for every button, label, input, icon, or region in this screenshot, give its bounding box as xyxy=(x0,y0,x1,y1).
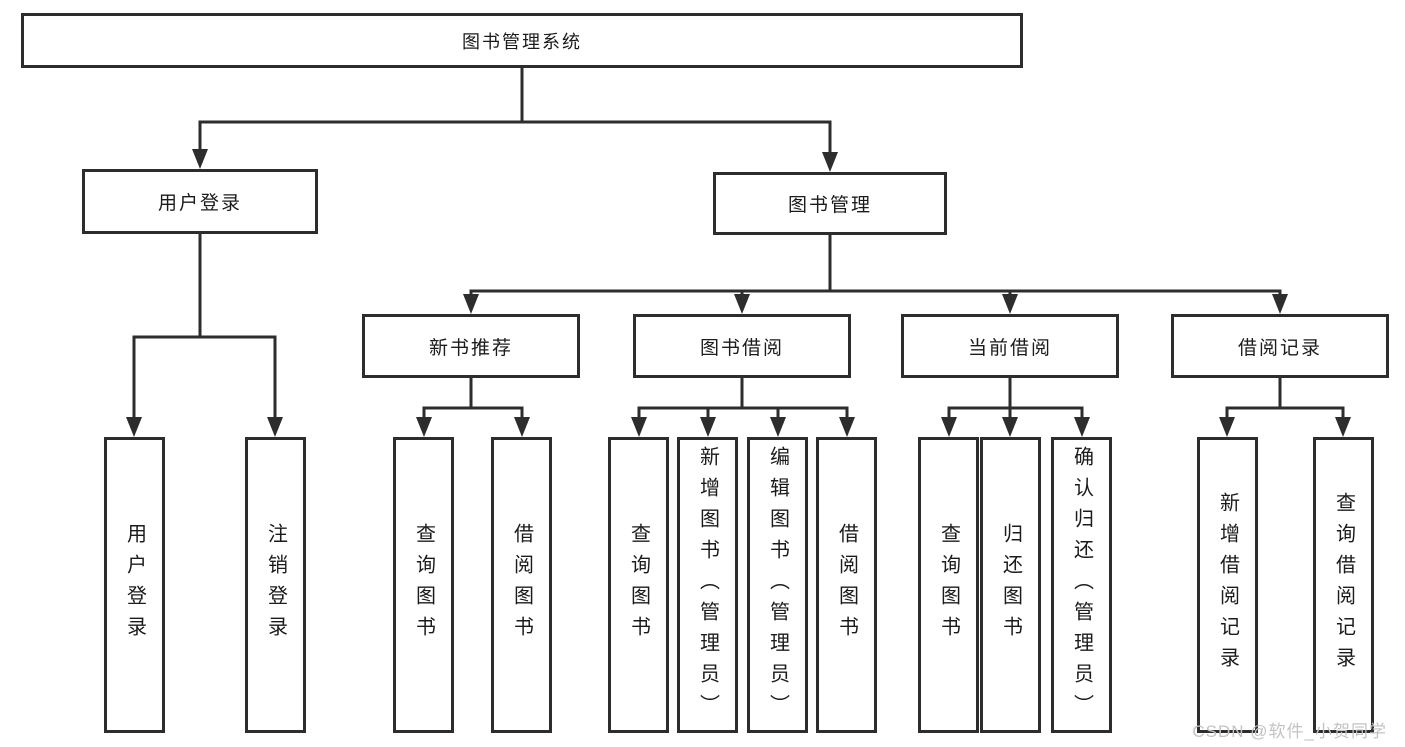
node-new-book-recommendation: 新书推荐 xyxy=(362,314,580,378)
leaf-confirm-return-admin: 确认归还（管理员） xyxy=(1051,437,1112,733)
leaf-add-borrow-record: 新增借阅记录 xyxy=(1197,437,1258,733)
leaf-query-books-current: 查询图书 xyxy=(918,437,979,733)
leaf-borrow-books-recommend: 借阅图书 xyxy=(491,437,552,733)
leaf-borrow-books-borrowing: 借阅图书 xyxy=(816,437,877,733)
leaf-query-books-recommend: 查询图书 xyxy=(393,437,454,733)
leaf-user-login: 用户登录 xyxy=(104,437,165,733)
watermark: CSDN @软件_小贺同学 xyxy=(1192,722,1387,741)
node-borrowing-records: 借阅记录 xyxy=(1171,314,1389,378)
node-current-borrowing: 当前借阅 xyxy=(901,314,1119,378)
leaf-query-books-borrowing: 查询图书 xyxy=(608,437,669,733)
leaf-add-book-admin: 新增图书（管理员） xyxy=(677,437,738,733)
node-book-borrowing: 图书借阅 xyxy=(633,314,851,378)
leaf-query-borrow-record: 查询借阅记录 xyxy=(1313,437,1374,733)
leaf-edit-book-admin: 编辑图书（管理员） xyxy=(747,437,808,733)
node-user-login: 用户登录 xyxy=(82,169,318,234)
arrowheads xyxy=(126,149,1351,437)
node-library-management-system: 图书管理系统 xyxy=(21,13,1023,68)
leaf-return-books: 归还图书 xyxy=(980,437,1041,733)
node-book-management: 图书管理 xyxy=(713,172,947,235)
leaf-logout: 注销登录 xyxy=(245,437,306,733)
